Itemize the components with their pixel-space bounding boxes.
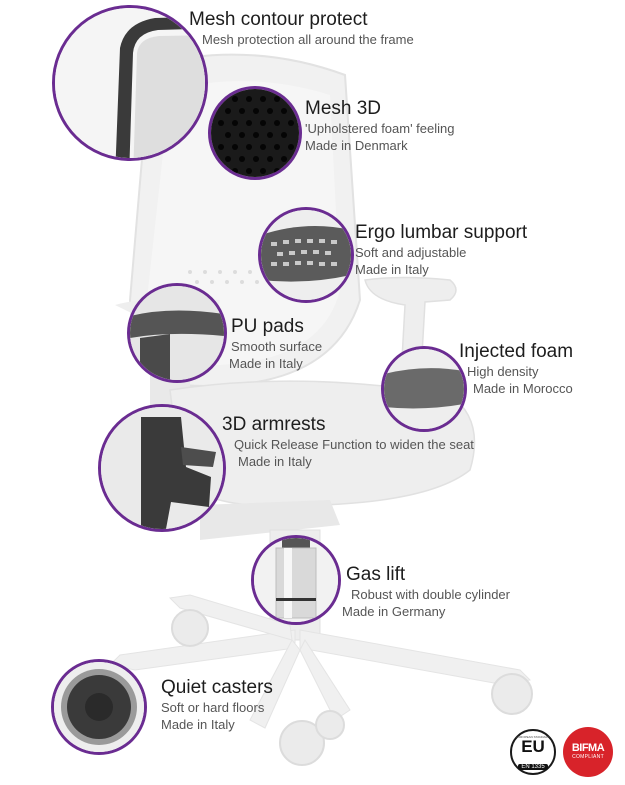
feature-title: Gas lift bbox=[346, 564, 406, 585]
eu-badge-caption: EUROPEAN STANDARD bbox=[516, 735, 550, 739]
armrests-zoom bbox=[98, 404, 226, 532]
feature-title: Mesh contour protect bbox=[189, 9, 368, 30]
feature-origin: Made in Morocco bbox=[473, 381, 573, 396]
casters-zoom bbox=[51, 659, 147, 755]
foam-zoom bbox=[381, 346, 467, 432]
feature-mesh-3d: Mesh 3D 'Upholstered foam' feeling Made … bbox=[305, 98, 455, 154]
mesh-contour-detail bbox=[55, 8, 205, 158]
foam-detail bbox=[384, 349, 464, 429]
feature-desc: Smooth surface bbox=[231, 339, 323, 354]
bifma-badge-caption: COMPLIANT bbox=[572, 754, 604, 760]
feature-title: Ergo lumbar support bbox=[355, 222, 528, 243]
eu-certification-badge: EUROPEAN STANDARD EU EN 1335 bbox=[510, 729, 556, 775]
feature-title: PU pads bbox=[231, 316, 304, 337]
armrests-detail bbox=[101, 407, 223, 529]
feature-desc: Mesh protection all around the frame bbox=[202, 32, 414, 47]
pu-pads-detail bbox=[130, 286, 224, 380]
feature-desc: Soft or hard floors bbox=[161, 700, 265, 715]
feature-origin: Made in Italy bbox=[161, 717, 235, 732]
feature-origin: Made in Italy bbox=[229, 356, 303, 371]
feature-mesh-contour: Mesh contour protect Mesh protection all… bbox=[189, 9, 414, 48]
feature-armrests: 3D armrests Quick Release Function to wi… bbox=[222, 414, 474, 470]
feature-title: 3D armrests bbox=[222, 414, 326, 435]
feature-title: Mesh 3D bbox=[305, 98, 382, 119]
feature-foam: Injected foam High density Made in Moroc… bbox=[459, 341, 573, 397]
feature-lumbar: Ergo lumbar support Soft and adjustable … bbox=[355, 222, 527, 278]
casters-detail bbox=[54, 662, 144, 752]
feature-origin: Made in Denmark bbox=[305, 138, 408, 153]
feature-desc: Soft and adjustable bbox=[355, 245, 467, 260]
bifma-badge-label: BIFMA bbox=[571, 742, 605, 754]
feature-origin: Made in Germany bbox=[342, 604, 446, 619]
feature-desc: High density bbox=[467, 364, 539, 379]
feature-desc: 'Upholstered foam' feeling bbox=[305, 121, 455, 136]
bifma-certification-badge: BIFMA COMPLIANT bbox=[563, 727, 613, 777]
lumbar-zoom bbox=[258, 207, 354, 303]
mesh-3d-detail bbox=[211, 89, 299, 177]
pu-pads-zoom bbox=[127, 283, 227, 383]
feature-origin: Made in Italy bbox=[355, 262, 429, 277]
feature-casters: Quiet casters Soft or hard floors Made i… bbox=[161, 677, 273, 733]
lumbar-detail bbox=[261, 210, 351, 300]
eu-badge-standard: EN 1335 bbox=[518, 764, 548, 770]
eu-badge-label: EU bbox=[521, 737, 545, 756]
mesh-3d-zoom bbox=[208, 86, 302, 180]
feature-title: Injected foam bbox=[459, 341, 574, 362]
feature-pu-pads: PU pads Smooth surface Made in Italy bbox=[229, 316, 323, 372]
mesh-contour-zoom bbox=[52, 5, 208, 161]
gas-lift-detail bbox=[254, 538, 338, 622]
feature-origin: Made in Italy bbox=[238, 454, 312, 469]
gas-lift-zoom bbox=[251, 535, 341, 625]
feature-desc: Quick Release Function to widen the seat bbox=[234, 437, 474, 452]
feature-gas-lift: Gas lift Robust with double cylinder Mad… bbox=[342, 564, 510, 620]
feature-title: Quiet casters bbox=[161, 677, 273, 698]
feature-desc: Robust with double cylinder bbox=[351, 587, 510, 602]
